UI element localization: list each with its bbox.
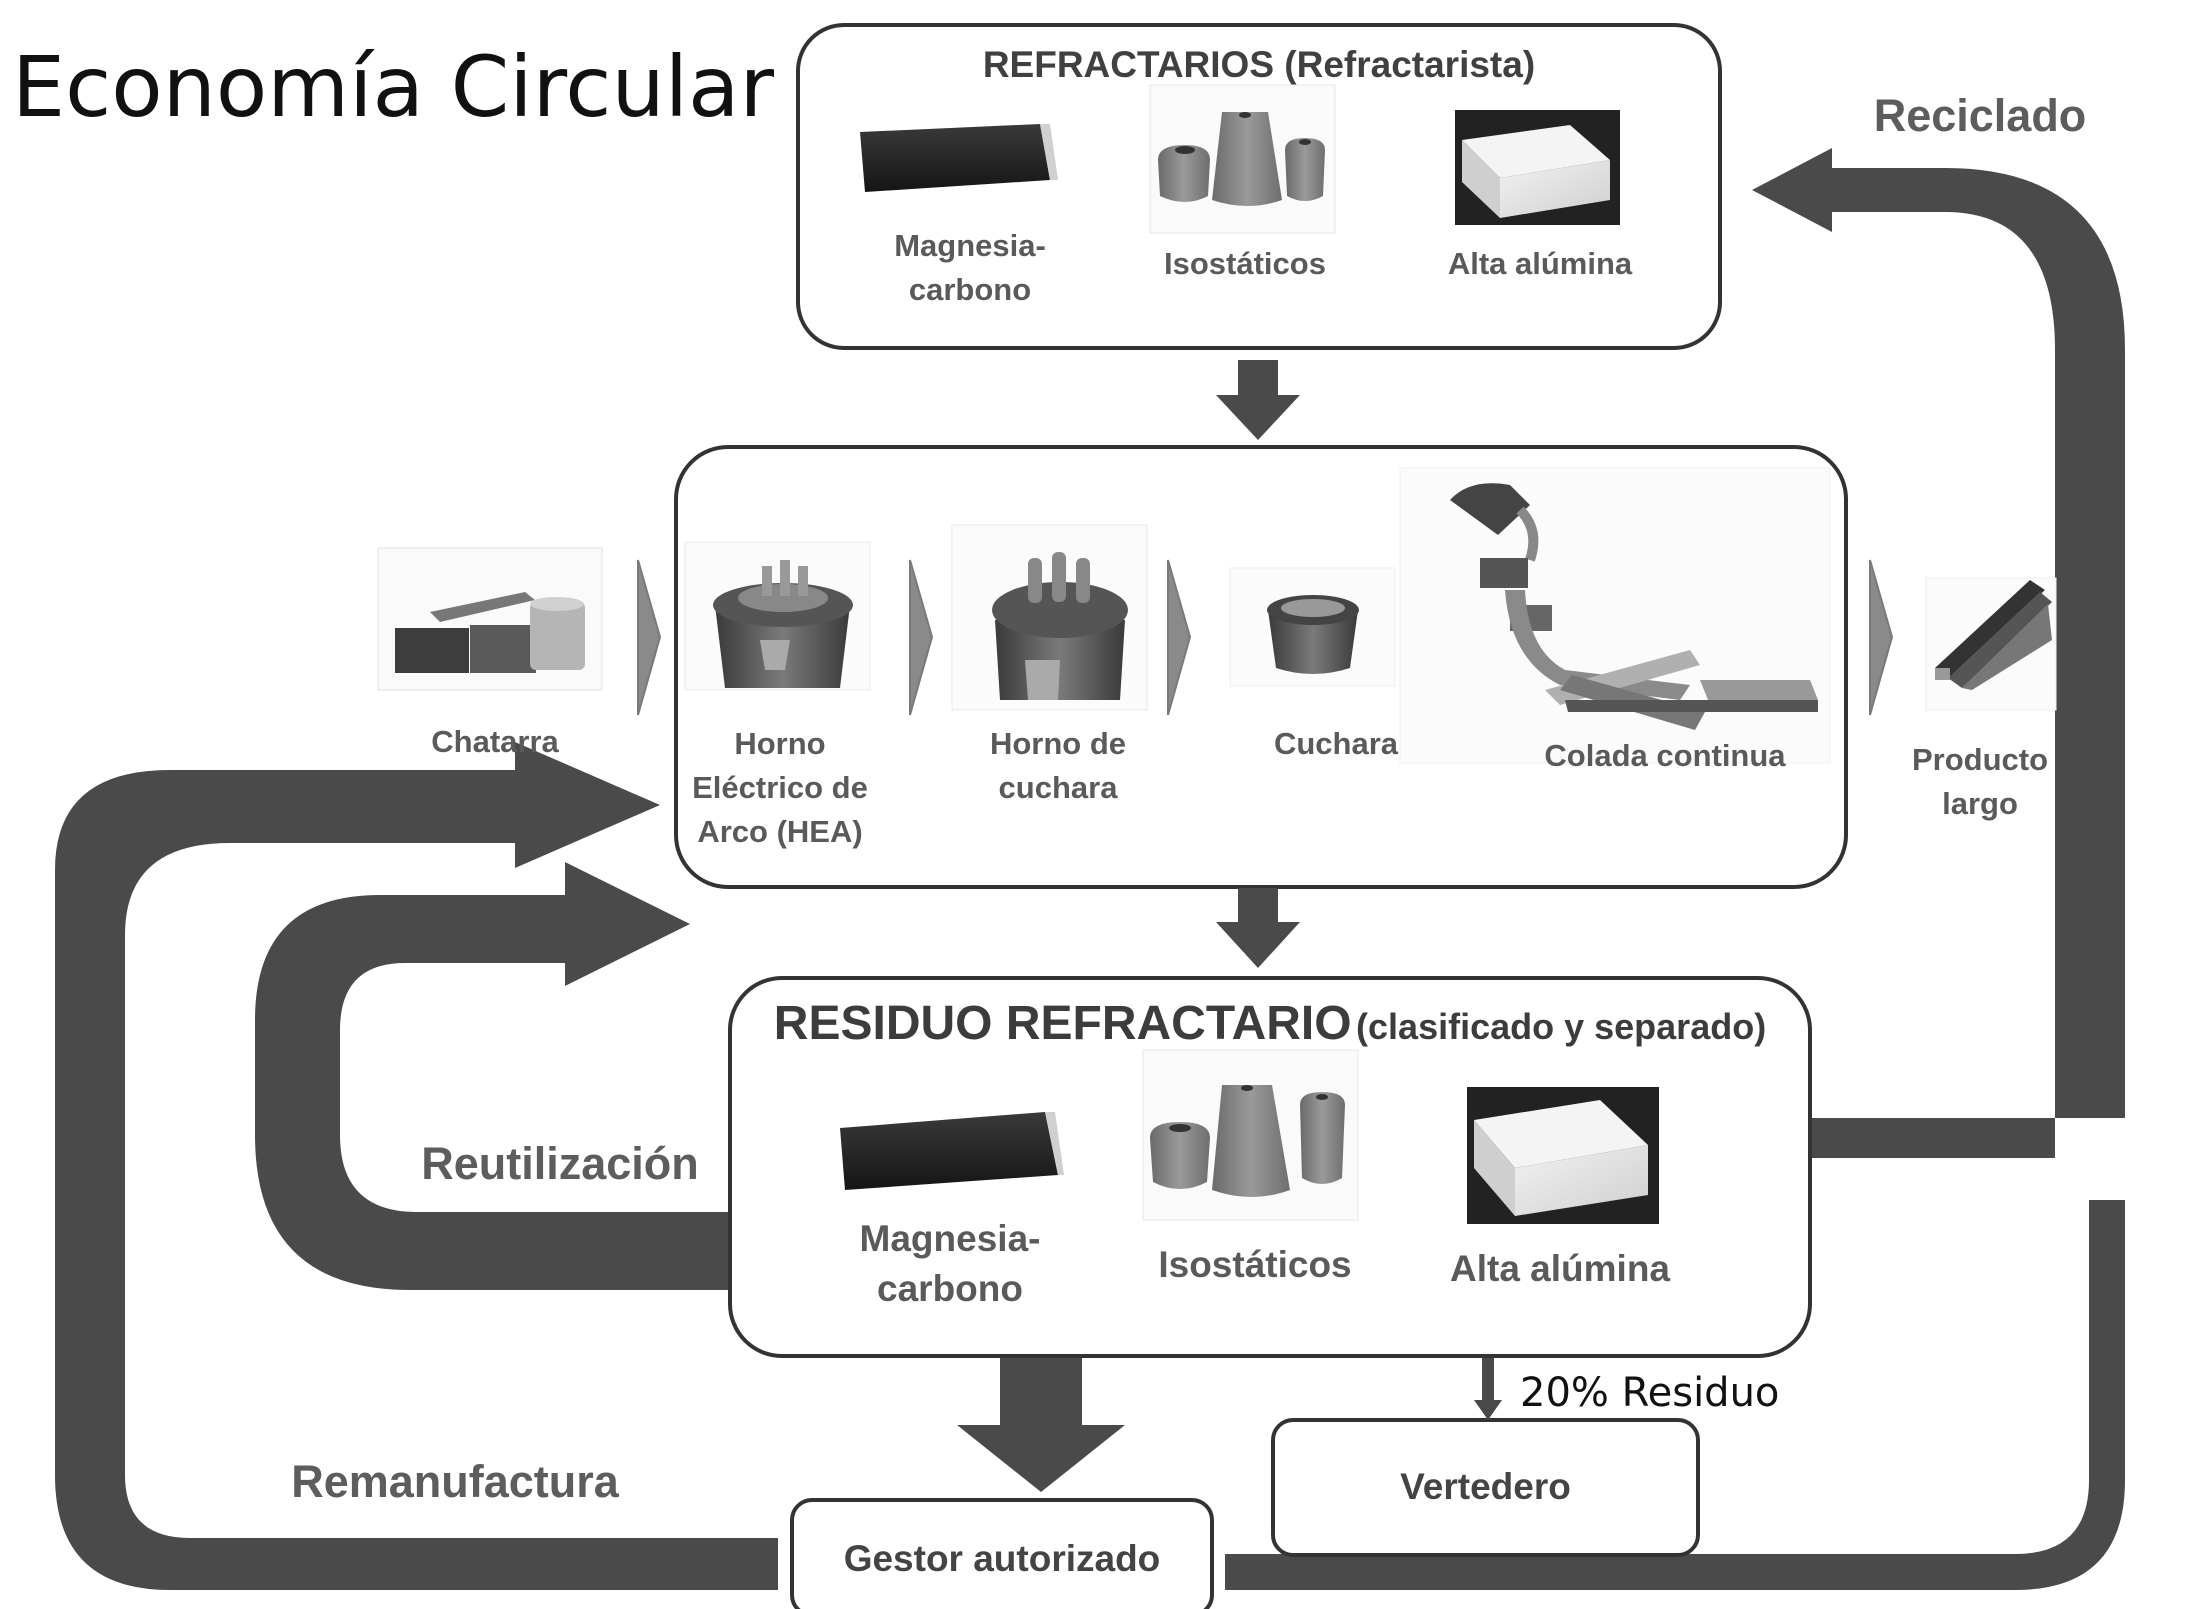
down-arrow-vertedero — [1474, 1358, 1502, 1420]
remanufactura-flow-arrow — [55, 742, 778, 1590]
chevron-1 — [637, 559, 662, 716]
residuo-item-magnesia-line1: Magnesia- — [859, 1218, 1041, 1259]
isostaticos-image — [1149, 84, 1336, 234]
reciclado-label: Reciclado — [1873, 90, 2087, 141]
step-horno-cuchara-line1: Horno de — [989, 726, 1127, 761]
refractarios-item-magnesia-line1: Magnesia- — [894, 228, 1046, 263]
reciclado-flow-arrow — [1225, 148, 2125, 1590]
step-hea-line3: Arco (HEA) — [697, 814, 863, 849]
down-arrow-process — [1216, 888, 1300, 968]
residuo-magnesia-carbono-image — [840, 1112, 1064, 1190]
residuo-percentage-label: 20% Residuo — [1520, 1370, 1780, 1416]
remanufactura-label: Remanufactura — [291, 1456, 619, 1507]
step-colada-continua: Colada continua — [1544, 738, 1786, 773]
horno-cuchara-image — [951, 524, 1148, 711]
residuo-isostaticos-image — [1142, 1049, 1359, 1221]
refractarios-item-isostaticos: Isostáticos — [1164, 246, 1326, 281]
residuo-subtitle: (clasificado y separado) — [1356, 1006, 1767, 1047]
alta-alumina-image — [1455, 110, 1620, 225]
reutilizacion-flow-arrow — [255, 862, 728, 1290]
residuo-alta-alumina-image — [1467, 1087, 1659, 1224]
chevron-2 — [909, 559, 934, 716]
residuo-heading: RESIDUO REFRACTARIO (clasificado y separ… — [730, 996, 1810, 1051]
refractarios-item-magnesia-line2: carbono — [908, 272, 1032, 307]
magnesia-carbono-image — [860, 124, 1058, 192]
colada-continua-image — [1399, 467, 1831, 764]
chatarra-label: Chatarra — [431, 724, 559, 759]
chevron-5 — [1869, 559, 1894, 716]
cuchara-image — [1229, 567, 1396, 687]
down-arrow-refractarios — [1216, 360, 1300, 440]
step-horno-cuchara-line2: cuchara — [998, 770, 1118, 805]
chevron-3 — [1167, 559, 1192, 716]
reutilizacion-label: Reutilización — [421, 1138, 699, 1189]
residuo-item-magnesia-line2: carbono — [877, 1268, 1023, 1309]
down-arrow-gestor — [957, 1358, 1125, 1492]
gestor-label: Gestor autorizado — [843, 1538, 1161, 1579]
horno-electrico-image — [684, 541, 871, 691]
step-hea-line1: Horno — [734, 726, 826, 761]
refractarios-title: REFRACTARIOS (Refractarista) — [982, 44, 1536, 85]
residuo-item-isostaticos: Isostáticos — [1158, 1244, 1352, 1285]
gestor-box — [790, 1498, 1214, 1609]
chatarra-image — [377, 547, 603, 691]
producto-largo-line1: Producto — [1911, 742, 2049, 777]
step-hea-line2: Eléctrico de — [692, 770, 868, 805]
vertedero-label: Vertedero — [1400, 1466, 1571, 1507]
producto-largo-line2: largo — [1942, 786, 2018, 821]
producto-largo-image — [1925, 577, 2057, 711]
vertedero-box — [1271, 1418, 1700, 1557]
residuo-item-alta-alumina: Alta alúmina — [1450, 1248, 1670, 1289]
refractarios-item-alta-alumina: Alta alúmina — [1447, 246, 1633, 281]
step-cuchara: Cuchara — [1273, 726, 1399, 761]
residuo-title: RESIDUO REFRACTARIO — [773, 997, 1352, 1050]
page-title: Economía Circular — [12, 38, 775, 136]
